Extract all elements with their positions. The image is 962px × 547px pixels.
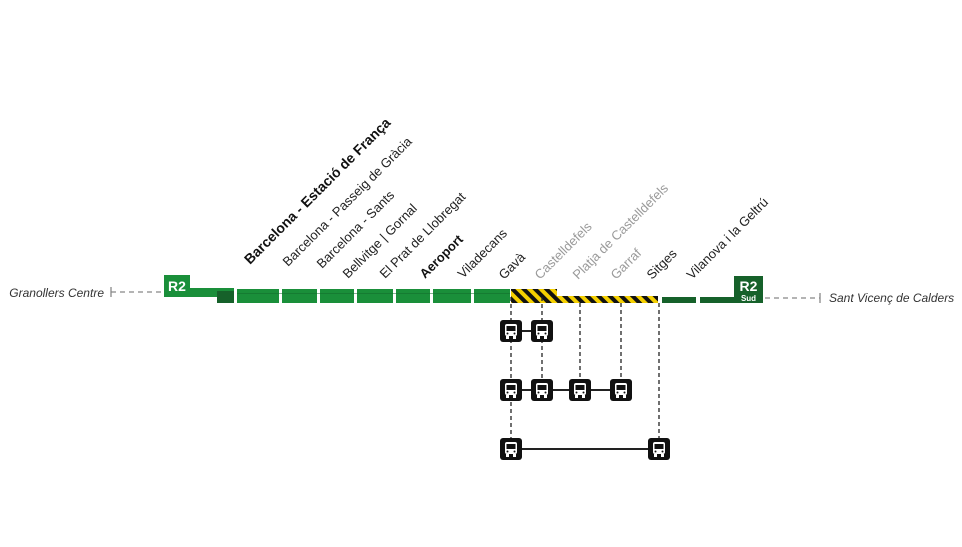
bus-icon xyxy=(569,379,591,401)
bus-icon xyxy=(610,379,632,401)
station-label: Sitges xyxy=(644,246,681,283)
bus-icon xyxy=(648,438,670,460)
track-segment xyxy=(474,289,510,303)
track-segment xyxy=(282,289,317,303)
bus-icon xyxy=(500,320,522,342)
bus-connectors xyxy=(510,297,660,440)
terminus-left-label: Granollers Centre xyxy=(9,286,104,300)
line-badge-start xyxy=(164,275,190,295)
line-badge-start-label: R2 xyxy=(168,278,186,294)
track-segment xyxy=(662,297,696,303)
track-hatched-upper xyxy=(511,289,557,303)
track-segment xyxy=(320,289,354,303)
terminus-right-label: Sant Vicenç de Calders xyxy=(829,291,954,305)
track-segment xyxy=(217,291,234,303)
line-badge-end-label: R2 xyxy=(740,278,758,294)
track-segment xyxy=(357,289,393,303)
bus-icon xyxy=(531,379,553,401)
track-segment xyxy=(237,293,510,294)
bus-icon xyxy=(500,438,522,460)
bus-icons xyxy=(500,320,670,460)
station-label: Garraf xyxy=(608,245,645,282)
bus-icon xyxy=(531,320,553,342)
track xyxy=(164,288,734,303)
line-badge-end xyxy=(734,276,763,303)
track-segment xyxy=(237,289,279,303)
bus-icon xyxy=(500,379,522,401)
track-hatched-lower xyxy=(557,296,658,303)
track-segment xyxy=(700,297,734,303)
station-label: Vilanova i la Geltrú xyxy=(684,195,772,283)
track-segment xyxy=(396,289,430,303)
track-segment xyxy=(433,289,471,303)
station-label: Gavà xyxy=(496,249,529,282)
line-badge-end-sub: Sud xyxy=(741,294,756,303)
track-start-upper xyxy=(164,288,234,297)
